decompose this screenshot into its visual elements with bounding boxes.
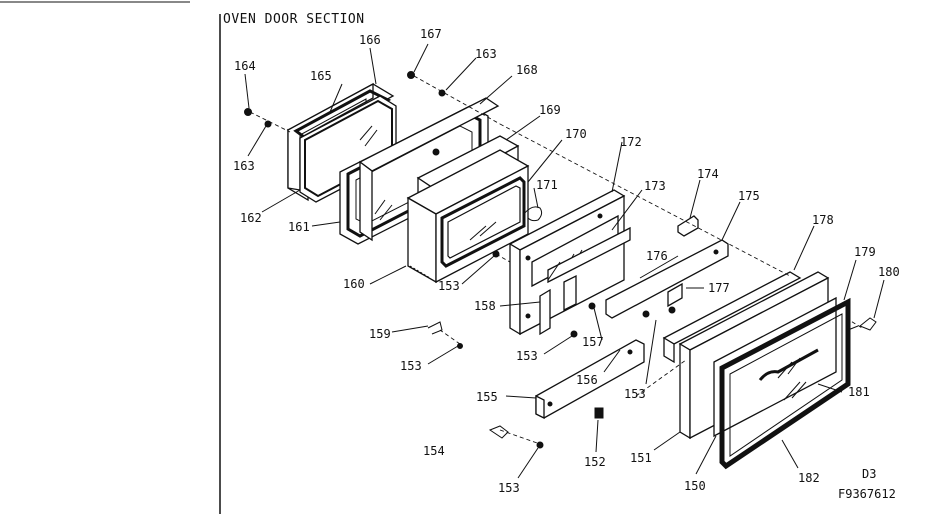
label-153-d: 153 [624, 387, 646, 401]
screw-180 [847, 317, 877, 331]
label-155: 155 [476, 390, 498, 404]
clip-171 [523, 206, 543, 222]
bracket-158 [539, 288, 551, 336]
label-182: 182 [798, 471, 820, 485]
stop-174 [677, 215, 699, 237]
label-161: 161 [288, 220, 310, 234]
hinge-154 [488, 425, 509, 439]
label-150: 150 [684, 479, 706, 493]
label-170: 170 [565, 127, 587, 141]
label-154: 154 [423, 444, 445, 458]
label-153-c: 153 [400, 359, 422, 373]
door-handle-181 [758, 348, 819, 381]
label-177: 177 [708, 281, 730, 295]
label-153-a: 153 [438, 279, 460, 293]
door-trim-182 [719, 297, 851, 470]
plate-155 [535, 339, 645, 420]
label-164: 164 [234, 59, 256, 73]
label-156: 156 [576, 373, 598, 387]
leader-lines [244, 43, 885, 479]
bumper-152 [594, 407, 604, 419]
label-180: 180 [878, 265, 900, 279]
spring-159 [427, 321, 443, 335]
drawing-code: D3 [862, 467, 876, 481]
figure-number: F9367612 [838, 487, 896, 501]
inner-glass-178 [662, 271, 802, 364]
door-frame-160 [406, 149, 530, 284]
label-166: 166 [359, 33, 381, 47]
label-157: 157 [582, 335, 604, 349]
part-labels: 164 163 165 166 167 163 168 169 170 171 … [233, 27, 900, 501]
label-158: 158 [474, 299, 496, 313]
assembly-lines [249, 75, 863, 445]
label-172: 172 [620, 135, 642, 149]
label-173: 173 [644, 179, 666, 193]
label-160: 160 [343, 277, 365, 291]
tab-177 [667, 282, 683, 308]
label-178: 178 [812, 213, 834, 227]
label-171: 171 [536, 178, 558, 192]
label-159: 159 [369, 327, 391, 341]
label-168: 168 [516, 63, 538, 77]
label-174: 174 [697, 167, 719, 181]
screws [244, 71, 676, 449]
label-152: 152 [584, 455, 606, 469]
label-162: 162 [240, 211, 262, 225]
label-176: 176 [646, 249, 668, 263]
label-181: 181 [848, 385, 870, 399]
bracket-176 [547, 226, 631, 312]
label-151: 151 [630, 451, 652, 465]
frame-168 [358, 97, 500, 242]
diagram-title: OVEN DOOR SECTION [223, 12, 365, 27]
label-167: 167 [420, 27, 442, 41]
label-163-top: 163 [475, 47, 497, 61]
label-179: 179 [854, 245, 876, 259]
label-153-b: 153 [516, 349, 538, 363]
label-169: 169 [539, 103, 561, 117]
label-175: 175 [738, 189, 760, 203]
label-163-left: 163 [233, 159, 255, 173]
label-165: 165 [310, 69, 332, 83]
label-153-e: 153 [498, 481, 520, 495]
